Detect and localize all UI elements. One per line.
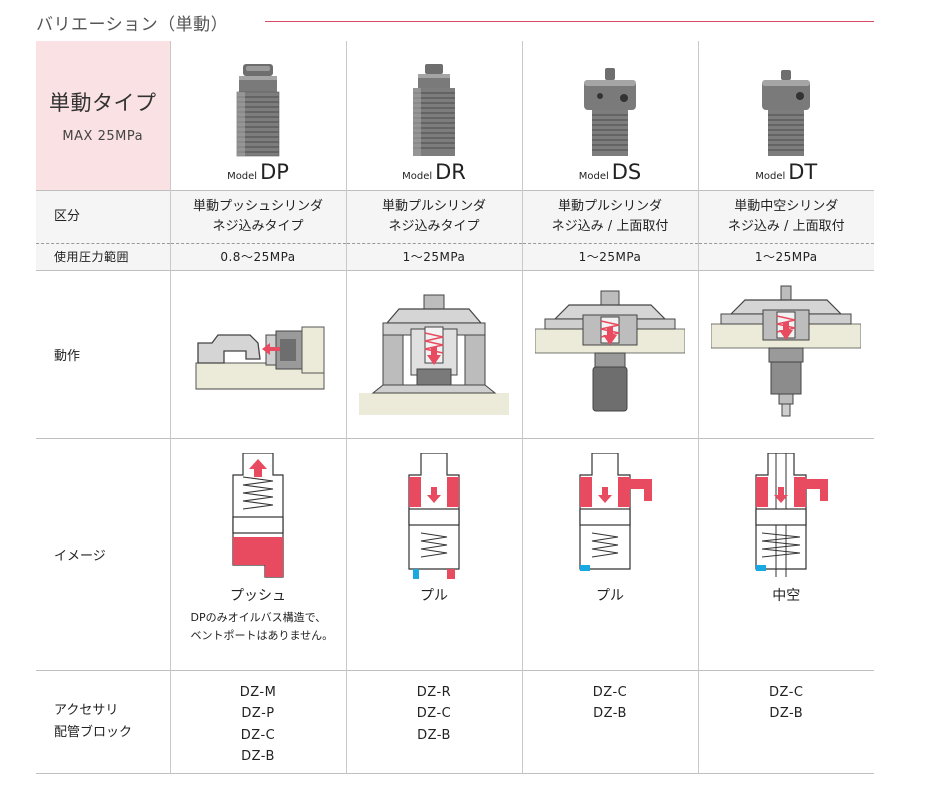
image-cell-ds: プル bbox=[521, 437, 698, 670]
section-title: バリエーション（単動） bbox=[36, 15, 229, 35]
schematic-diagram-dr bbox=[408, 452, 460, 579]
type-cell-dp: 単動プッシュシリンダネジ込みタイプ bbox=[169, 189, 346, 243]
arrow-down-icon bbox=[603, 327, 617, 345]
accessory-item: DZ-P bbox=[241, 706, 275, 721]
arrow-down-icon bbox=[774, 486, 789, 503]
accessory-cell-ds: DZ-C DZ-B bbox=[521, 669, 698, 774]
cylinder-photo-dt bbox=[762, 69, 811, 156]
arrow-up-icon bbox=[249, 458, 267, 477]
accessory-item: DZ-C bbox=[240, 727, 276, 743]
accessory-item: DZ-B bbox=[241, 749, 275, 764]
accessory-item: DZ-C bbox=[416, 706, 452, 721]
schematic-diagram-ds bbox=[579, 452, 652, 571]
arrow-down-icon bbox=[779, 322, 794, 340]
operation-cell-dr bbox=[345, 269, 522, 438]
section-heading: バリエーション（単動） bbox=[36, 10, 874, 36]
image-caption-dt: 中空 bbox=[772, 587, 801, 604]
accessory-item: DZ-B bbox=[769, 706, 804, 721]
schematic-diagram-dt bbox=[755, 452, 829, 577]
image-caption-dr: プル bbox=[420, 587, 448, 604]
schematic-diagram-dp bbox=[232, 452, 284, 578]
operation-row: 動作 bbox=[36, 269, 874, 438]
pressure-cell-dr: 1～25MPa bbox=[345, 242, 522, 270]
image-caption-ds: プル bbox=[596, 587, 624, 604]
arrow-left-icon bbox=[262, 343, 280, 355]
pressure-cell-dp: 0.8～25MPa bbox=[169, 242, 346, 270]
type-row-label: 区分 bbox=[36, 189, 170, 243]
type-cell-dr: 単動プルシリンダネジ込みタイプ bbox=[345, 189, 522, 243]
image-note-dp-1: DPのみオイルバス構造で、 bbox=[190, 610, 327, 624]
accessory-row: アクセサリ 配管ブロック DZ-M DZ-P DZ-C DZ-B DZ-R DZ… bbox=[36, 669, 874, 774]
section-divider bbox=[265, 21, 874, 22]
pressure-row-label: 使用圧力範囲 bbox=[36, 242, 170, 270]
pressure-cell-dt: 1～25MPa bbox=[697, 242, 874, 270]
operation-diagram-ds bbox=[535, 290, 685, 412]
image-cell-dr: プル bbox=[345, 437, 522, 670]
header-title-cell: 単動タイプ MAX 25MPa bbox=[36, 41, 170, 190]
accessory-item: DZ-B bbox=[417, 727, 451, 743]
pressure-cell-ds: 1～25MPa bbox=[521, 242, 698, 270]
image-row-label: イメージ bbox=[36, 437, 170, 670]
cylinder-photo-dr bbox=[413, 63, 455, 156]
accessory-cell-dr: DZ-R DZ-C DZ-B bbox=[345, 669, 522, 774]
accessory-cell-dt: DZ-C DZ-B bbox=[697, 669, 874, 774]
accessory-item: DZ-M bbox=[239, 684, 277, 700]
header-subtitle: MAX 25MPa bbox=[62, 128, 144, 144]
operation-cell-dt bbox=[697, 269, 874, 438]
type-cell-ds: 単動プルシリンダネジ込み / 上面取付 bbox=[521, 189, 698, 243]
accessory-cell-dp: DZ-M DZ-P DZ-C DZ-B bbox=[169, 669, 346, 774]
operation-cell-ds bbox=[521, 269, 698, 438]
cylinder-photo-ds bbox=[584, 67, 636, 156]
accessory-row-label: アクセサリ 配管ブロック bbox=[36, 669, 170, 774]
header-row: 単動タイプ MAX 25MPa bbox=[36, 41, 874, 190]
arrow-down-icon bbox=[598, 486, 612, 503]
variation-table: 単動タイプ MAX 25MPa bbox=[36, 41, 874, 774]
accessory-item: DZ-C bbox=[769, 684, 804, 700]
operation-diagram-dt bbox=[711, 285, 862, 417]
cylinder-photo-dp bbox=[236, 63, 280, 156]
operation-diagram-dr bbox=[359, 294, 509, 415]
accessory-item: DZ-C bbox=[592, 684, 628, 700]
arrow-down-icon bbox=[427, 486, 441, 503]
image-caption-dp: プッシュ bbox=[230, 587, 286, 604]
type-cell-dt: 単動中空シリンダネジ込み / 上面取付 bbox=[697, 189, 874, 243]
accessory-item: DZ-B bbox=[593, 706, 627, 721]
arrow-down-icon bbox=[427, 347, 441, 365]
operation-cell-dp bbox=[169, 269, 346, 438]
type-row: 区分 単動プッシュシリンダネジ込みタイプ 単動プルシリンダネジ込みタイプ 単動プ… bbox=[36, 189, 874, 243]
image-note-dp-2: ベントポートはありません。 bbox=[190, 628, 334, 642]
pressure-row: 使用圧力範囲 0.8～25MPa 1～25MPa 1～25MPa 1～25MPa bbox=[36, 242, 874, 270]
image-cell-dp: プッシュ DPのみオイルバス構造で、 ベントポートはありません。 bbox=[169, 437, 346, 670]
image-cell-dt: 中空 bbox=[697, 437, 874, 670]
header-title: 単動タイプ bbox=[49, 90, 157, 115]
operation-diagram-dp bbox=[195, 326, 325, 390]
accessory-item: DZ-R bbox=[416, 684, 452, 700]
operation-row-label: 動作 bbox=[36, 269, 170, 438]
image-row: イメージ プッシュ DPのみオイルバス構造で、 ベントポートはありません。 bbox=[36, 437, 874, 670]
